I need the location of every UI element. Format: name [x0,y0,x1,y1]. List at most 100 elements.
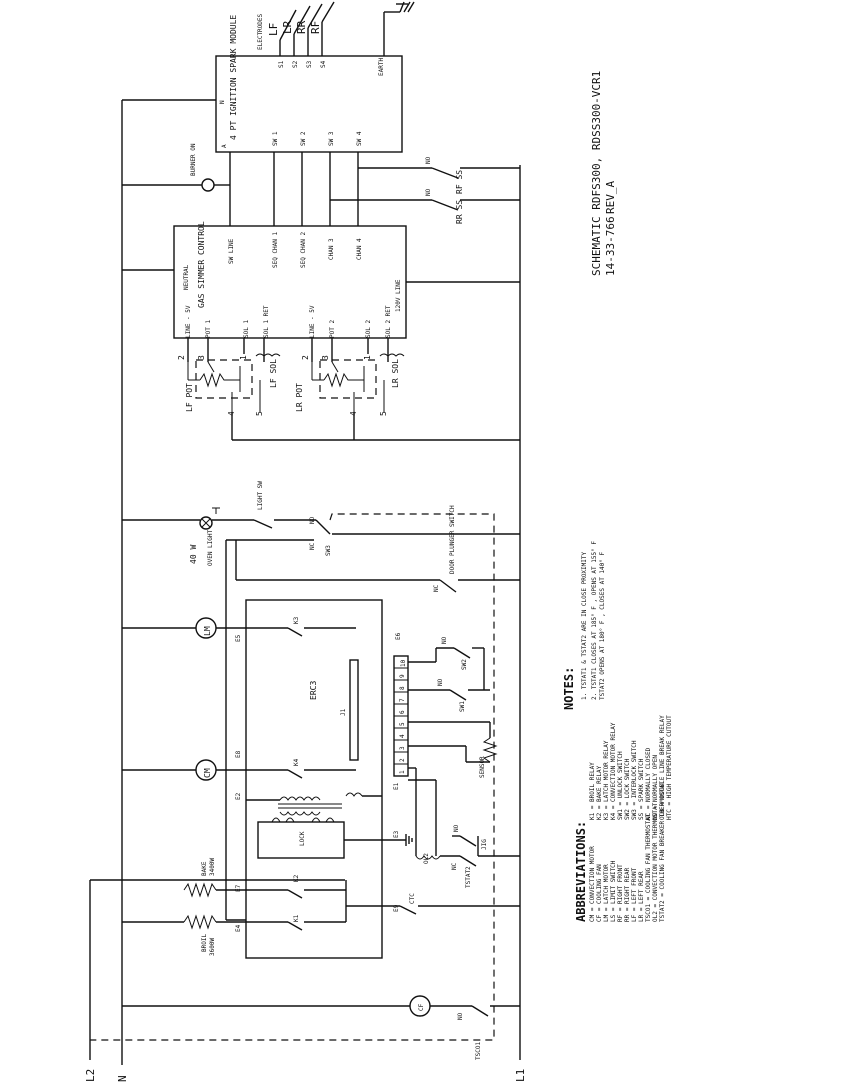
spark-sw-3: SW 3 [328,131,335,146]
sw2-label: SW2 [461,659,468,670]
abbrev-9: TSCO1 = COOLING FAN THERMOSTAT [645,813,652,922]
sw3-label: SW3 [325,545,332,556]
spark-module-line-pin: A [221,144,228,148]
erc-pin-e3: E3 [393,830,400,838]
electrode-lf: LF [267,23,280,36]
note-2: 2. TSTAT1 CLOSES AT 185° F , OPENS AT 15… [591,541,598,700]
lf-pin-2: 2 [177,355,186,360]
conn-pin-5: 5 [399,722,406,726]
abbreviations-block: ABBREVIATIONS: CM = CONVECTION MOTOR CF … [574,781,666,922]
erc-pin-e4: E4 [235,924,242,932]
conn-pin-7: 7 [399,698,406,702]
simmer-chan-3: CHAN 3 [328,238,335,260]
simmer-title: GAS SIMMER CONTROL [197,221,206,308]
power-buses [89,99,521,1065]
conn-pin-3: 3 [399,746,406,750]
spark-sw-2: SW 2 [300,131,307,146]
rr-no: NO [425,188,432,196]
abbrev-11: TSTAT2 = COOLING FAN BREAKER THERMOSTAT [659,781,666,922]
simmer-pin-sol2: SOL 2 [365,320,372,338]
light-sw-label: LIGHT SW [257,481,264,510]
sw3-no: NO [309,516,316,524]
lr-pot-label: LR POT [295,383,304,412]
schematic-title-2: 14-33-766 [604,216,617,276]
lf-pin-1: 1 [239,355,248,360]
bake-heater: BAKE 3400W [183,858,347,906]
simmer-pin-line5v-1: LINE - 5V [185,305,192,338]
legend-7: SW3 = INTERLOCK SWITCH [631,740,638,820]
simmer-seq-chan-2: SEQ CHAN 2 [300,231,307,268]
erc-title: ERC3 [309,681,318,700]
legend-1: K1 = BROIL RELAY [589,762,596,820]
conn-pin-1: 1 [399,770,406,774]
terminal-l2: L2 [84,1069,97,1082]
abbrev-3: LM = LATCH MOTOR [603,864,610,922]
oven-light-lamp [199,516,213,530]
note-3: TSTAT2 OPENS AT 180° F , CLOSES AT 140° … [599,552,606,700]
spark-module-neutral: N [219,100,226,104]
erc-relay-k1: K1 [293,914,300,922]
tsco1-no: NO [457,1012,464,1020]
ctc-label: CTC [409,893,416,904]
olc2-label: OL2 [423,853,430,864]
simmer-seq-chan-1: SEQ CHAN 1 [272,231,279,268]
bake-rating: 3400W [209,858,216,876]
erc-pin-e9: E9 [393,904,400,912]
convection-motor-label: CM [203,768,212,778]
terminal-n: N [116,1075,129,1082]
transformer [246,792,382,816]
spark-sw-1: SW 1 [272,131,279,146]
broil-rating: 3600W [209,938,216,956]
conn-pin-2: 2 [399,758,406,762]
lf-pin-5: 5 [255,411,264,416]
lr-pot-assembly: LR POT LR SOL 2 3 1 4 5 [295,338,405,416]
conn-pin-6: 6 [399,710,406,714]
door-plunger-nc: NC [433,584,440,592]
broil-name: BROIL [201,934,208,952]
legend-9: NC = NORMALLY CLOSED [645,747,652,820]
spark-output-1: S1 [278,60,285,68]
interlock-dashed-link [90,513,495,1041]
electrodes-label: ELECTRODES [257,13,264,50]
lr-pin-5: 5 [379,411,388,416]
door-plunger-label: DOOR PLUNGER SWITCH [449,505,456,574]
simmer-chan-4: CHAN 4 [356,238,363,260]
spark-module: N 4 PT IGNITION SPARK MODULE A S1 S2 S3 … [215,15,403,153]
lock-assembly: LOCK [257,817,413,859]
abbrev-7: LF = LEFT FRONT [631,867,638,922]
lf-pot-assembly: LF POT LF SOL 2 3 1 4 5 [177,338,281,416]
lr-pin-2: 2 [301,355,310,360]
spark-sw-4: SW 4 [356,131,363,146]
erc-relay-k4: K4 [293,758,300,766]
simmer-pin-line5v-2: LINE - 5V [309,305,316,338]
conn-pin-8: 8 [399,686,406,690]
lock-label: LOCK [299,831,306,846]
notes-block: NOTES: 1. TSTAT1 & TSTAT2 ARE IN CLOSE P… [562,541,606,710]
conn-pin-9: 9 [399,674,406,678]
burner-spark-switches: NO RF SS NO RR SS [330,156,520,224]
convection-thermostats: OL2 NC TSTAT2 NO JIG [408,767,520,888]
abbrev-4: LS = LIMIT SWITCH [610,860,617,922]
erc-pin-e8: E8 [235,750,242,758]
erc-pin-e6: E6 [395,632,402,640]
lr-pin-3: 3 [321,355,330,360]
tstat2-nc: NC [451,862,458,870]
latch-motor-label: LM [203,626,212,636]
electrode-lr: LR [281,20,294,34]
latch-motor: LM [122,617,356,639]
rr-ss-label: RR SS [455,200,464,224]
lr-sol-label: LR SOL [391,359,400,388]
legend-block: K1 = BROIL RELAY K2 = BAKE RELAY K3 = LA… [589,715,673,820]
erc-j1 [349,659,359,761]
simmer-neutral-label: NEUTRAL [183,264,190,290]
erc-pin-e1: E1 [393,782,400,790]
conn-pin-10: 10 [400,659,407,667]
note-1: 1. TSTAT1 & TSTAT2 ARE IN CLOSE PROXIMIT… [581,552,588,700]
electrodes: ELECTRODES LF LR RR RF [257,1,415,56]
tsco1-label: TSCO1 [475,1042,482,1060]
spark-harness: BURNER ON [122,143,359,226]
notes-title: NOTES: [562,667,576,710]
erc-relay-k2: K2 [293,874,300,882]
legend-2: K2 = BAKE RELAY [596,765,603,820]
abbrev-5: RF = RIGHT FRONT [617,864,624,922]
